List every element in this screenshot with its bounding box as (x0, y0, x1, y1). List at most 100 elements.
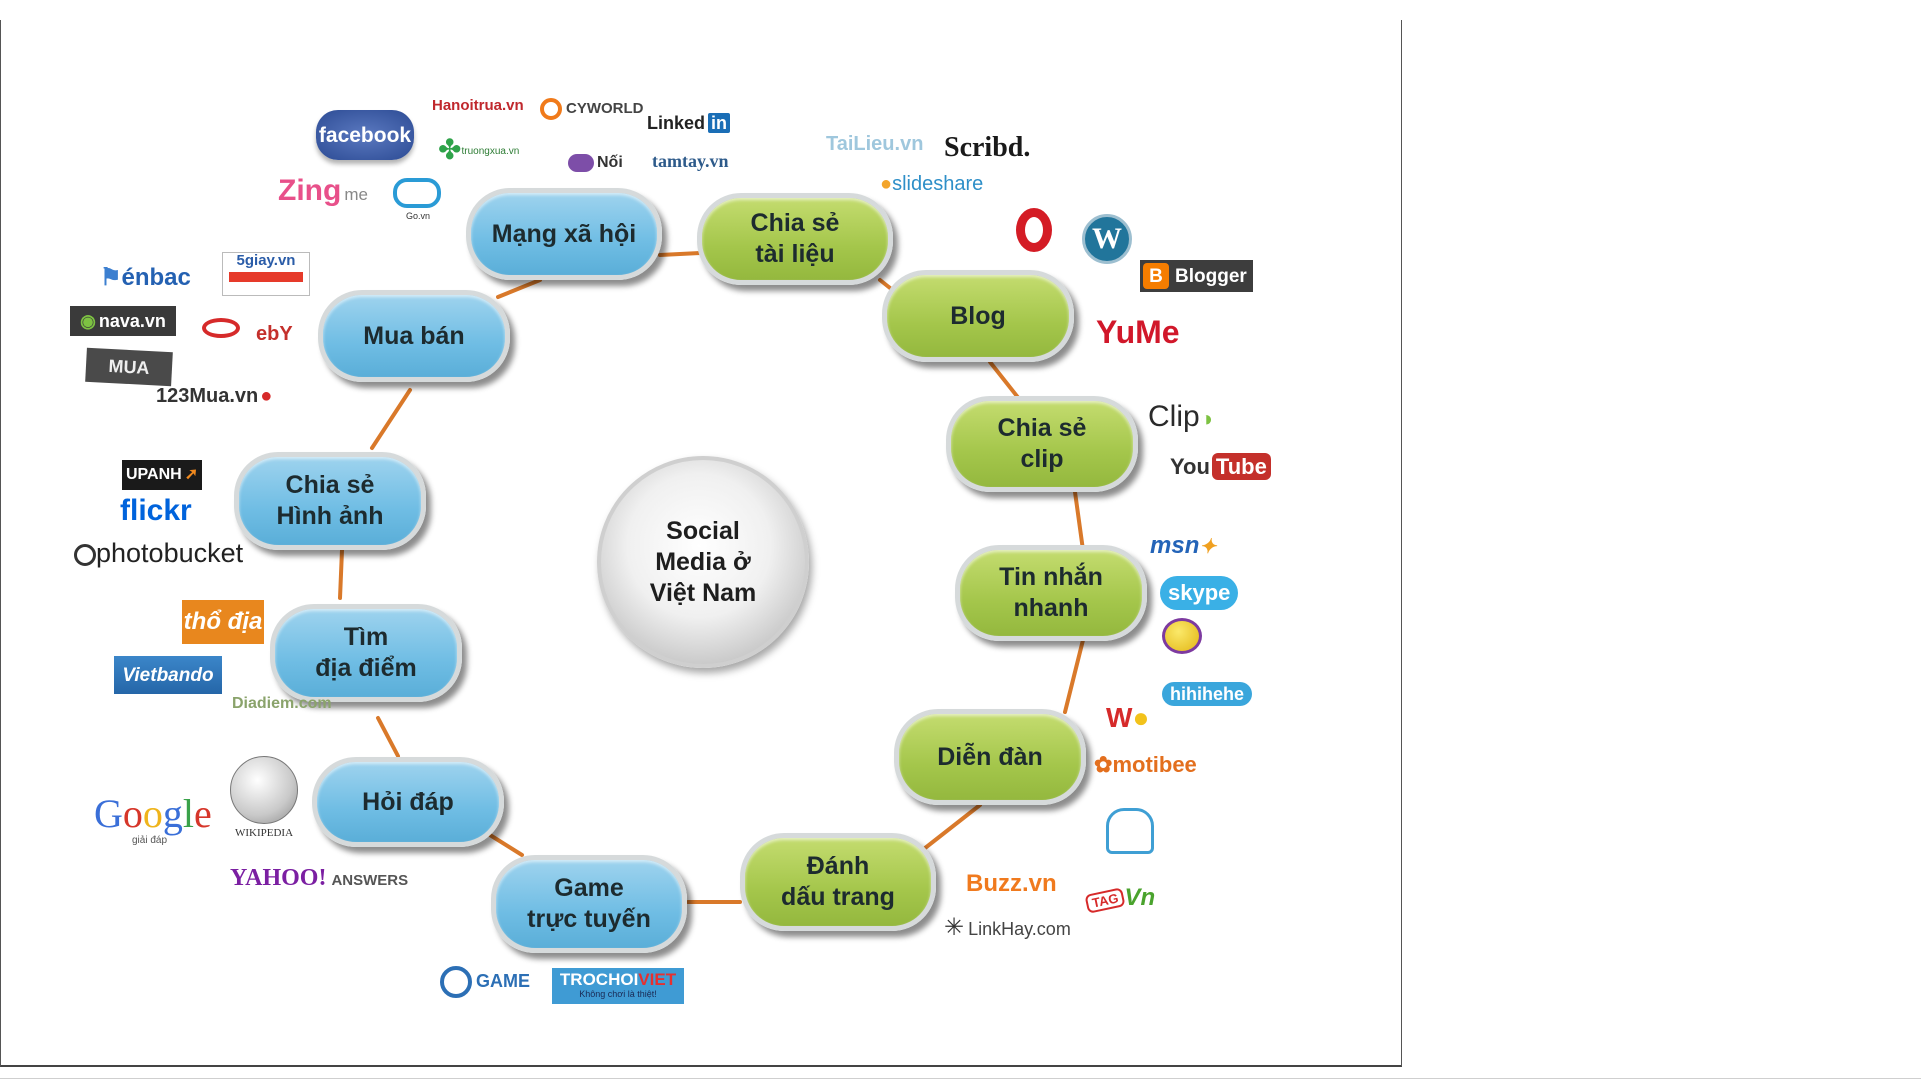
yahoo-answers-logo: YAHOO!ANSWERS (230, 866, 408, 890)
upanh-text: UPANH (126, 466, 182, 483)
motibee-icon: ✿ (1094, 752, 1113, 777)
node-label: Mạng xã hội (491, 219, 637, 248)
connector-line (370, 388, 412, 450)
zing-me-text: me (344, 185, 368, 204)
msn-text: msn (1150, 532, 1200, 559)
connector-line (918, 803, 982, 854)
5giay-text: 5giay.vn (236, 252, 296, 269)
node-tim-dia-diem[interactable]: Tìm địa điểm (270, 604, 462, 702)
node-label: Mua bán (363, 321, 465, 350)
node-danh-dau-trang[interactable]: Đánh dấu trang (740, 833, 936, 931)
node-label: Chia sẻ Hình ảnh (276, 471, 384, 530)
node-mang-xa-hoi[interactable]: Mạng xã hội (466, 188, 662, 280)
truongxua-text: truongxua.vn (461, 146, 520, 158)
noi-icon (568, 154, 594, 172)
connector-line (1063, 638, 1085, 714)
node-dien-dan[interactable]: Diễn đàn (894, 709, 1086, 805)
msn-butterfly-icon: ✦ (1199, 536, 1217, 558)
ongame-logo: GAME (440, 966, 530, 998)
node-chia-se-clip[interactable]: Chia sẻ clip (946, 396, 1138, 492)
connector-line (496, 278, 542, 299)
clip-text: Clip (1148, 400, 1200, 433)
slideshare-text: slideshare (892, 173, 984, 195)
motibee-text: motibee (1112, 752, 1197, 777)
yahoo-messenger-icon (1162, 618, 1202, 654)
cyworld-text: CYWORLD (566, 99, 644, 117)
connector-line (338, 548, 344, 600)
5giay-banner (229, 272, 303, 282)
connector-line (1073, 490, 1085, 552)
clip-icon: ◑ (1199, 406, 1213, 431)
node-label: Tin nhắn nhanh (999, 563, 1103, 622)
node-mua-ban[interactable]: Mua bán (318, 290, 510, 382)
node-hoi-dap[interactable]: Hỏi đáp (312, 757, 504, 847)
linkhay-text: LinkHay.com (968, 919, 1071, 939)
123mua-logo: 123Mua.vn● (156, 386, 272, 406)
node-game-truc-tuyen[interactable]: Game trực tuyến (491, 855, 687, 953)
msn-logo: msn✦ (1150, 534, 1216, 558)
flickr-text: flickr (120, 494, 192, 527)
wikipedia-logo: WIKIPEDIA (230, 756, 298, 839)
node-label: Chia sẻ clip (997, 414, 1087, 473)
123mua-text: 123Mua.vn (156, 385, 259, 407)
chodientu-icon (202, 318, 240, 338)
linkhay-logo: ✳LinkHay.com (944, 916, 1071, 940)
vietbando-logo: Vietbando (114, 656, 222, 694)
node-tin-nhan-nhanh[interactable]: Tin nhắn nhanh (955, 545, 1147, 641)
asterisk-icon: ✳ (944, 914, 965, 941)
photobucket-logo: photobucket (74, 540, 243, 567)
google-subtitle: giải đáp (132, 835, 168, 846)
go-vn-logo: Go.vn (393, 178, 443, 230)
noi-logo: Nối (568, 154, 623, 172)
trochoiviet-text-a: TROCHOI (559, 970, 639, 989)
motibee-logo: ✿motibee (1094, 754, 1197, 776)
noi-text: Nối (597, 154, 623, 172)
webtretho-icon: W● (1106, 702, 1150, 733)
node-label: Game trực tuyến (527, 874, 651, 933)
scribd-logo: Scribd. (944, 132, 1031, 163)
center-circle: Social Media ở Việt Nam (597, 456, 809, 668)
truongxua-logo: ✤truongxua.vn (438, 136, 519, 164)
clip-logo: Clip◑ (1148, 402, 1213, 432)
wikipedia-text: WIKIPEDIA (234, 827, 294, 839)
bottom-divider (0, 1078, 1921, 1079)
hihihehe-logo: hihihehe (1162, 682, 1253, 706)
vn-text: Vn (1124, 884, 1156, 911)
node-chia-se-tai-lieu[interactable]: Chia sẻ tài liệu (697, 193, 893, 285)
go-vn-icon (393, 178, 441, 208)
google-logo: Google (94, 791, 212, 836)
photobucket-text: photobucket (96, 538, 244, 568)
tag-badge: TAG (1084, 887, 1127, 914)
node-label: Diễn đàn (937, 742, 1043, 771)
clover-icon: ✤ (438, 134, 462, 165)
diadiem-logo: Diadiem.com (232, 695, 332, 712)
ebay-logo: ebY (256, 323, 293, 345)
center-label: Social Media ở Việt Nam (649, 516, 757, 607)
enbac-icon: ⚑ (100, 264, 122, 291)
muare-logo: MUA (85, 347, 173, 387)
yume-logo: YuMe (1096, 314, 1180, 350)
slideshare-logo: ●slideshare (880, 174, 983, 194)
forum-building-icon (1106, 808, 1154, 854)
node-label: Hỏi đáp (362, 787, 454, 816)
trochoiviet-text-b: VIET (638, 970, 677, 989)
slideshare-icon: ● (880, 173, 893, 195)
enbac-logo: ⚑énbac (100, 266, 191, 290)
upanh-arrow-icon: ➚ (184, 466, 199, 483)
node-blog[interactable]: Blog (882, 270, 1074, 362)
node-label: Đánh dấu trang (781, 852, 895, 911)
buzz-logo: Buzz.vn (966, 870, 1057, 897)
node-chia-se-hinh-anh[interactable]: Chia sẻ Hình ảnh (234, 452, 426, 550)
ongame-icon (440, 966, 472, 998)
wordpress-icon: W (1082, 214, 1132, 264)
trochoiviet-logo: TROCHOIVIET Không chơi là thiệt! (552, 968, 684, 1004)
youtube-tube-badge: Tube (1211, 453, 1271, 480)
node-label: Blog (950, 301, 1006, 330)
5giay-logo: 5giay.vn (222, 252, 310, 296)
nava-icon: ◉ (80, 311, 96, 331)
nava-logo: ◉nava.vn (70, 306, 176, 336)
